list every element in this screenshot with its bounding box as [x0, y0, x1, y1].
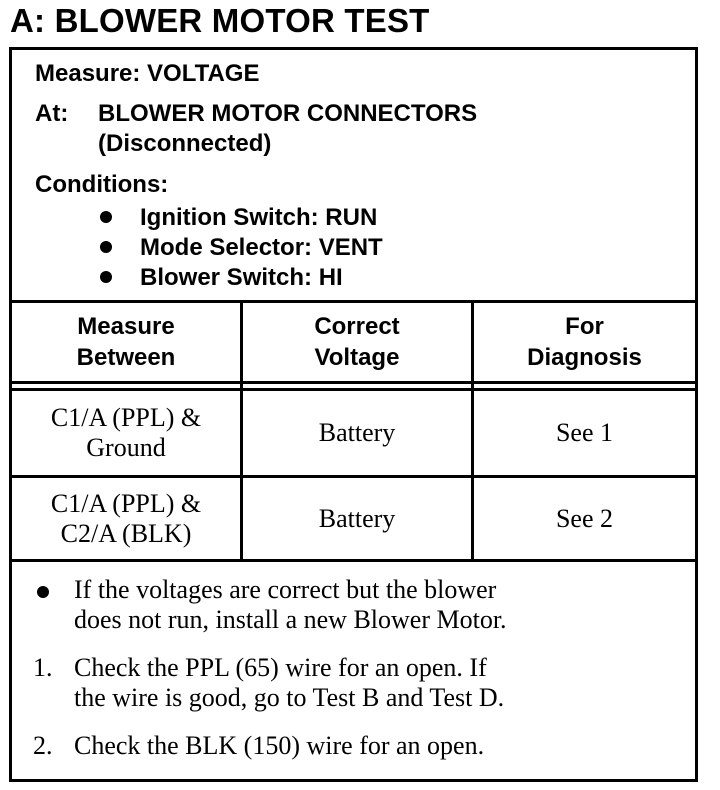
header-measure-between: Measure Between: [12, 303, 240, 381]
header-line: Measure: [77, 313, 175, 340]
bullet-icon: [100, 241, 112, 253]
conditions-section: Measure: VOLTAGE At: BLOWER MOTOR CONNEC…: [12, 50, 695, 301]
conditions-label: Conditions:: [35, 171, 169, 198]
divider: [12, 381, 695, 384]
correct-voltage-cell: Battery: [318, 418, 396, 447]
table-row: C1/A (PPL) & Ground: [12, 391, 240, 475]
divider: [12, 300, 695, 303]
correct-voltage-cell: Battery: [318, 503, 396, 533]
header-line: Diagnosis: [527, 344, 642, 371]
measure-between-cell: C1/A (PPL) &: [50, 403, 202, 432]
note-number: 2.: [33, 731, 53, 760]
condition-item: Mode Selector: VENT: [140, 234, 383, 261]
test-frame: Measure: VOLTAGE At: BLOWER MOTOR CONNEC…: [9, 47, 698, 782]
condition-item: Blower Switch: HI: [140, 264, 343, 291]
bullet-icon: [100, 211, 112, 223]
header-line: Between: [76, 344, 176, 371]
divider: [12, 388, 695, 391]
column-divider: [471, 300, 474, 562]
header-line: For: [565, 313, 604, 340]
condition-item: Ignition Switch: RUN: [140, 204, 378, 231]
measure-between-cell: Ground: [86, 433, 166, 462]
at-location-note: (Disconnected): [98, 130, 272, 157]
table-row: C1/A (PPL) & C2/A (BLK): [12, 478, 240, 559]
at-label: At:: [35, 100, 69, 127]
note-bullet-line: If the voltages are correct but the blow…: [74, 575, 497, 604]
header-correct-voltage: Correct Voltage: [243, 303, 471, 381]
measure-label: Measure: VOLTAGE: [35, 60, 260, 87]
note-item-line: Check the PPL (65) wire for an open. If: [74, 653, 487, 682]
column-divider: [240, 300, 243, 562]
measure-between-cell: C1/A (PPL) &: [50, 488, 202, 518]
note-number: 1.: [33, 653, 53, 682]
header-for-diagnosis: For Diagnosis: [474, 303, 695, 381]
header-line: Voltage: [314, 344, 400, 371]
divider: [12, 559, 695, 562]
bullet-icon: [100, 271, 112, 283]
bullet-icon: [37, 586, 49, 598]
diagnosis-cell: See 1: [555, 418, 614, 447]
measure-between-cell: C2/A (BLK): [60, 518, 192, 548]
divider: [12, 475, 695, 478]
note-item-line: the wire is good, go to Test B and Test …: [74, 683, 505, 712]
header-line: Correct: [314, 313, 400, 340]
note-item-line: Check the BLK (150) wire for an open.: [74, 731, 485, 760]
at-location: BLOWER MOTOR CONNECTORS: [98, 100, 478, 127]
diagnosis-cell: See 2: [555, 503, 614, 533]
page-title: A: BLOWER MOTOR TEST: [10, 2, 430, 39]
note-bullet-line: does not run, install a new Blower Motor…: [74, 605, 507, 634]
